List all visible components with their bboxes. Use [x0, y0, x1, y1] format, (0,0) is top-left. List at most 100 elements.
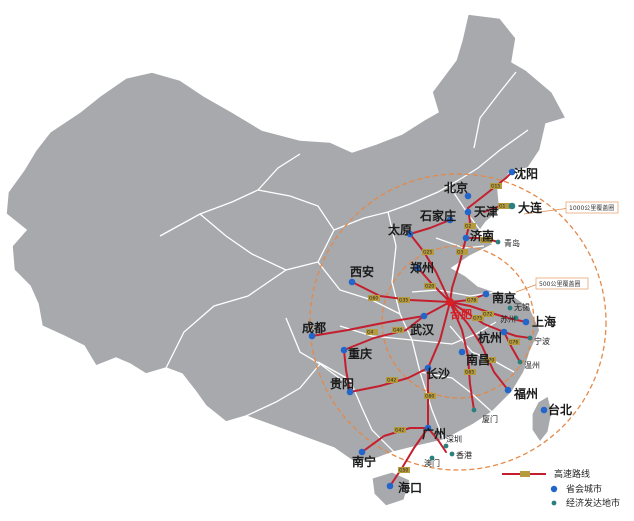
city-dot-fuzhou [504, 386, 512, 394]
route-code-tag: G60 [425, 394, 434, 400]
route-xiamen-nanchang [449, 301, 475, 411]
route-code-tag-box [386, 377, 398, 383]
city-dot-nanjing [482, 290, 490, 298]
city-dot-changsha [424, 364, 432, 372]
route-code-tag: G42 [395, 428, 404, 434]
city-label-zhengzhou: 郑州 [410, 260, 434, 275]
city-dot-hangzhou [500, 328, 508, 336]
ring-leader-500 [515, 283, 539, 293]
route-code-tag: G4 [367, 330, 373, 336]
ring-leader-1000 [523, 207, 571, 215]
route-code-tag-box [484, 357, 496, 363]
route-code-tag-box [464, 223, 476, 229]
route-code-tag-box [464, 369, 476, 375]
city-label-beijing: 北京 [444, 180, 468, 195]
radius-tag-1000-box [565, 201, 619, 214]
route-code-tag: G1 [499, 204, 505, 210]
route-code-tag: G70 [485, 358, 494, 364]
economic-city-markers: 青岛 无锡 苏州 宁波 温州 厦门 深圳 香港 澳门 [424, 238, 550, 468]
taiwan-island [531, 395, 553, 444]
city-label-guangzhou: 广州 [422, 426, 446, 441]
city-dot-tianjin [464, 208, 472, 216]
route-code-tag: G2 [465, 224, 471, 230]
route-code-tag: G25 [423, 250, 432, 256]
route-fuzhou-hefei [449, 301, 509, 391]
route-code-tag: G50 [399, 468, 408, 474]
city-label-shanghai: 上海 [532, 314, 556, 329]
hub-marker [446, 298, 454, 306]
city-dot-xiamen [471, 407, 477, 413]
legend-economic-swatch [551, 500, 557, 506]
city-dot-chongqing [340, 346, 348, 354]
hub-label: 合肥 [450, 307, 472, 321]
city-label-tianjin: 天津 [474, 204, 498, 219]
route-code-tag-box [480, 237, 492, 243]
legend-rail-tag [520, 471, 530, 477]
route-code-tag-box [472, 315, 484, 321]
city-dot-guangzhou [424, 424, 432, 432]
city-dot-dalian [508, 202, 516, 210]
route-taiyuan-hefei [409, 233, 451, 303]
city-dot-haikou [386, 482, 394, 490]
legend-provincial-label: 省会城市 [566, 483, 602, 495]
city-dot-xianggang [449, 451, 455, 457]
city-dot-nanchang [458, 348, 466, 356]
city-dot-zhengzhou [414, 264, 422, 272]
city-label-chongqing: 重庆 [348, 346, 372, 361]
route-chengdu-hefei [311, 301, 451, 337]
route-code-tag-box [482, 311, 494, 317]
city-dot-wenzhou [517, 359, 523, 365]
city-dot-xian [348, 278, 356, 286]
city-label-nanchang: 南昌 [466, 352, 490, 367]
city-dot-wuhan [420, 312, 428, 320]
city-dot-shenyang [508, 168, 516, 176]
route-code-tag-box [508, 339, 520, 345]
city-dot-wuxi [507, 305, 513, 311]
route-code-tag-box [392, 327, 404, 333]
route-code-tag: G60 [369, 296, 378, 302]
route-code-tag: G76 [509, 340, 518, 346]
city-label-fuzhou: 福州 [513, 386, 538, 401]
city-dot-nanning [358, 448, 366, 456]
legend-economic-label: 经济发达地市 [566, 497, 620, 509]
route-code-tag-box [368, 295, 380, 301]
city-label-wenzhou: 温州 [524, 361, 540, 370]
city-dot-shanghai [522, 318, 530, 326]
city-label-shijiazhuang: 石家庄 [419, 208, 456, 223]
city-label-jinan: 济南 [470, 228, 494, 243]
city-label-xian: 西安 [350, 264, 374, 279]
route-code-tag-box [498, 203, 510, 209]
city-dot-aomen [429, 455, 435, 461]
route-wenzhou-hangzhou [503, 331, 521, 363]
city-label-haikou: 海口 [398, 480, 422, 495]
radius-tag-500: 500公里覆盖圈 [539, 280, 580, 288]
city-label-wuhan: 武汉 [410, 322, 435, 337]
city-label-wuxi: 无锡 [514, 303, 530, 312]
city-dot-ningbo [527, 335, 533, 341]
china-landmass [5, 13, 568, 463]
city-dot-suzhou [513, 315, 519, 321]
route-code-tag: G72 [483, 312, 492, 318]
city-label-taiyuan: 太原 [388, 222, 412, 237]
city-label-aomen: 澳门 [424, 458, 440, 468]
city-dot-beijing [464, 192, 472, 200]
route-code-tag: G40 [393, 328, 402, 334]
city-label-qingdao: 青岛 [504, 238, 520, 248]
route-haikou-guangzhou [389, 427, 429, 487]
route-code-tag-box [366, 329, 378, 335]
route-code-tag: G15 [491, 184, 500, 190]
city-label-changsha: 长沙 [426, 366, 450, 381]
route-code-tag: G42 [387, 378, 396, 384]
route-ningbo-hangzhou [503, 331, 531, 339]
city-label-chengdu: 成都 [302, 320, 326, 335]
city-label-hangzhou: 杭州 [478, 330, 502, 345]
route-code-tag-box [424, 393, 436, 399]
major-city-markers: 沈阳 北京 天津 大连 石家庄 太原 济南 郑州 西安 南京 上海 杭州 武汉 … [302, 166, 572, 495]
route-code-tag-box [490, 183, 502, 189]
city-dot-taibei [540, 406, 548, 414]
route-xian-hefei [351, 281, 451, 303]
route-code-tag: G75 [473, 316, 482, 322]
